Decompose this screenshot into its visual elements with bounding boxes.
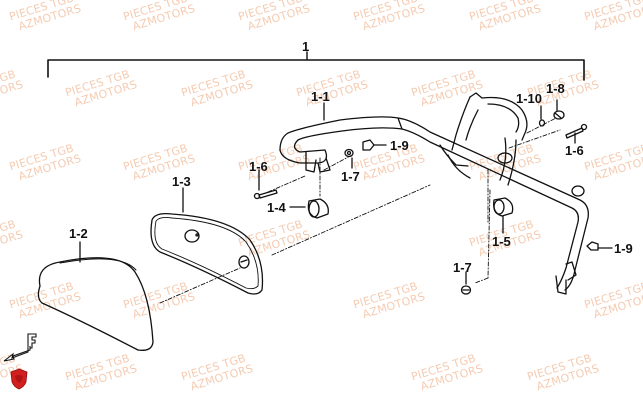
label-1-6-left: 1-6 [249, 159, 268, 174]
label-1-4: 1-4 [267, 200, 286, 215]
label-1-7-top: 1-7 [341, 169, 360, 184]
label-1: 1 [302, 39, 310, 54]
bolt-left [253, 169, 278, 200]
nut-1-8 [553, 99, 565, 120]
label-1-1: 1-1 [311, 89, 330, 104]
label-1-2: 1-2 [69, 226, 88, 241]
label-1-3: 1-3 [172, 174, 191, 189]
label-1-9-right: 1-9 [614, 241, 633, 256]
backrest-pad [37, 241, 154, 351]
bushing-1-5 [493, 197, 514, 234]
clip-top [362, 139, 387, 151]
backrest-base-plate [150, 187, 264, 295]
front-arrow-icon [3, 333, 37, 362]
clip-right [586, 241, 613, 251]
nut-bottom [460, 271, 472, 295]
assembly-lines [159, 117, 561, 304]
nut-top [344, 148, 354, 169]
label-1-8: 1-8 [546, 81, 565, 96]
grab-bar-frame [279, 92, 589, 295]
label-1-6-right: 1-6 [565, 143, 584, 158]
label-1-7-bottom: 1-7 [453, 260, 472, 275]
label-1-5: 1-5 [492, 234, 511, 249]
bolt-right [565, 123, 588, 144]
label-1-10: 1-10 [516, 91, 543, 106]
bushing-1-4 [289, 198, 329, 219]
assembly-bracket [47, 51, 585, 81]
label-1-9-top: 1-9 [390, 138, 409, 153]
brand-shield-logo [10, 368, 28, 390]
washer-1-10 [538, 105, 546, 127]
